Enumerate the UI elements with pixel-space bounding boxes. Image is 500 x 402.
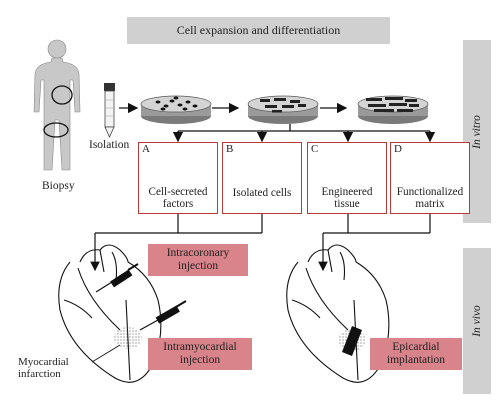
intracoronary-injection-label: Intracoronary injection [148,244,248,276]
petri-dish-icon [357,95,429,124]
heart-illustration-left [58,244,162,383]
myocardial-infarction-label: Myocardial infarction [18,356,69,380]
syringe-icon [95,263,139,293]
infarct-region [114,327,142,349]
product-box-d: D Functionalized matrix [390,142,470,214]
epicardial-implantation-label: Epicardial implantation [370,338,462,370]
test-tube-icon [104,83,115,138]
banner-title: Cell expansion and differentiation [176,23,341,37]
syringe-icon [139,300,187,331]
infarction-pointer [91,344,121,363]
biopsy-site-ring [43,122,69,138]
epicardial-patch [342,326,362,356]
intramyocardial-injection-label: Intramyocardial injection [148,338,252,370]
human-figure-icon [33,39,81,171]
box-letter: A [142,143,150,155]
box-label: Isolated cells [232,187,292,199]
biopsy-site-ring [51,85,73,105]
petri-dish-icon [140,95,212,124]
box-letter: D [394,143,402,155]
box-letter: B [226,143,234,155]
product-box-b: B Isolated cells [222,142,302,214]
isolation-label: Isolation [89,139,130,151]
product-box-c: C Engineered tissue [307,142,387,214]
box-letter: C [311,143,319,155]
box-label: Cell-secreted factors [148,186,208,210]
box-label: Functionalized matrix [396,186,464,210]
cell-expansion-banner: Cell expansion and differentiation [127,17,390,44]
petri-dish-icon [247,95,319,124]
box-label: Engineered tissue [321,186,373,210]
in-vivo-side-label: In vivo [463,248,491,394]
biopsy-label: Biopsy [42,180,75,192]
product-box-a: A Cell-secreted factors [138,142,218,214]
